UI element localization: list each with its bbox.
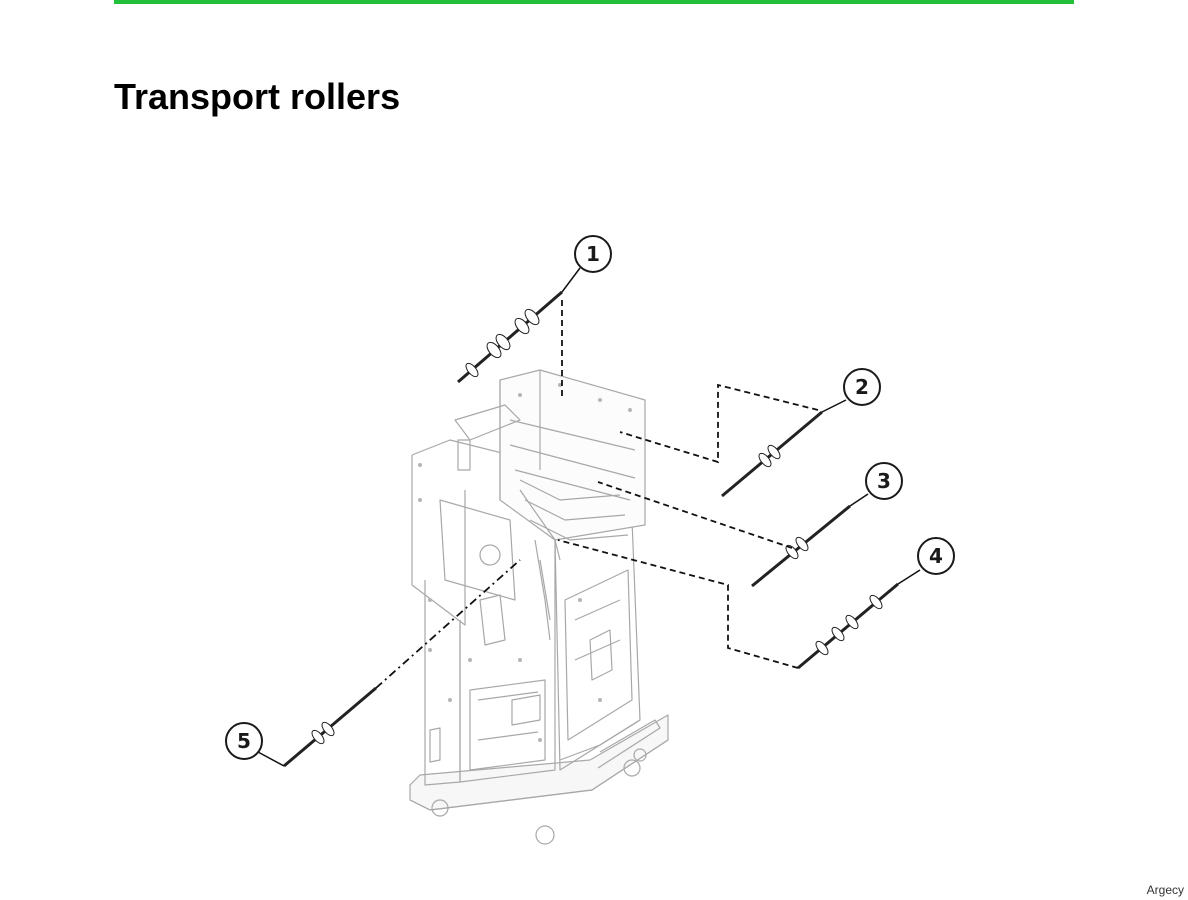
callout-3: 3 xyxy=(865,462,903,500)
roller-3 xyxy=(751,504,851,588)
machine-frame-illustration xyxy=(409,369,669,845)
leader-line-3 xyxy=(597,481,793,549)
leader-line-4 xyxy=(557,539,799,669)
roller-1 xyxy=(457,290,563,384)
page-title: Transport rollers xyxy=(114,76,401,117)
callout-1: 1 xyxy=(574,235,612,273)
leader-line-2 xyxy=(619,383,819,464)
leader-lines xyxy=(375,300,819,689)
footer-watermark: Argecy xyxy=(1146,883,1184,897)
callout-number: 3 xyxy=(877,469,891,493)
roller-5 xyxy=(283,686,377,768)
callout-number: 5 xyxy=(237,729,251,753)
callout-4: 4 xyxy=(917,537,955,575)
callout-leaders xyxy=(257,267,921,767)
callout-number: 2 xyxy=(855,375,869,399)
roller-2 xyxy=(721,410,823,498)
callout-number: 1 xyxy=(586,242,600,266)
top-accent-rule xyxy=(114,0,1074,4)
callout-2: 2 xyxy=(843,368,881,406)
callout-number: 4 xyxy=(929,544,943,568)
callout-5: 5 xyxy=(225,722,263,760)
roller-4 xyxy=(797,582,899,670)
leader-line-5 xyxy=(375,559,521,689)
